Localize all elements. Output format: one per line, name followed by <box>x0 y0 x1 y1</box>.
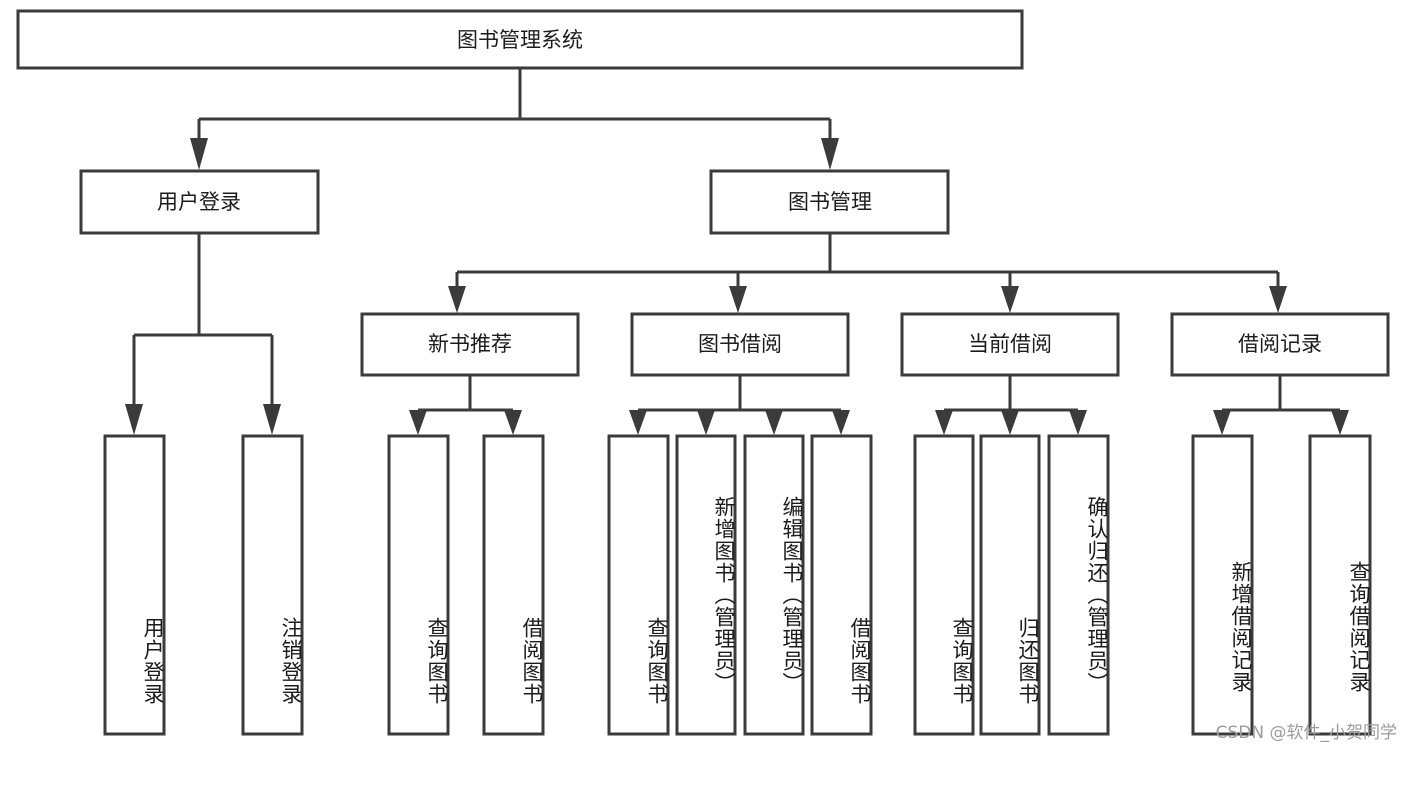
arrow-new-book-to-leaf-1 <box>409 410 427 435</box>
leaf-box-user-login[interactable] <box>103 434 166 736</box>
arrow-book-mgmt-to-records <box>1269 286 1287 313</box>
node-borrow-records-label: 借阅记录 <box>1238 332 1322 356</box>
node-book-borrow-label: 图书借阅 <box>698 332 782 356</box>
leaf-box-add-book[interactable] <box>675 434 737 736</box>
arrow-borrow-to-leaf-3 <box>765 410 783 435</box>
edge-group-records <box>1213 375 1349 435</box>
node-book-borrow-box[interactable] <box>630 312 850 377</box>
arrow-borrow-to-leaf-4 <box>832 410 850 435</box>
node-book-management-box[interactable] <box>709 169 950 235</box>
leaf-box-confirm-return[interactable] <box>1047 434 1110 736</box>
edge-group-current <box>935 375 1087 435</box>
leaf-box-logout[interactable] <box>241 434 304 736</box>
leaf-box-borrow-book-1[interactable] <box>482 434 545 736</box>
arrow-records-to-leaf-1 <box>1213 410 1231 435</box>
node-user-login[interactable]: 用户登录 <box>79 169 320 235</box>
leaf-boxes <box>103 434 1372 736</box>
leaf-box-query-book-1[interactable] <box>387 434 450 736</box>
edge-group-book-mgmt <box>448 233 1287 313</box>
node-book-borrow[interactable]: 图书借阅 <box>630 312 850 377</box>
arrow-user-login-to-leaf-2 <box>263 404 281 435</box>
leaf-box-borrow-book-2[interactable] <box>810 434 873 736</box>
node-root-label: 图书管理系统 <box>457 28 583 52</box>
leaf-box-return-book[interactable] <box>979 434 1041 736</box>
arrow-book-mgmt-to-borrow <box>729 286 747 313</box>
arrow-book-mgmt-to-current <box>1001 286 1019 313</box>
node-borrow-records-box[interactable] <box>1170 312 1390 377</box>
arrow-current-to-leaf-3 <box>1069 410 1087 435</box>
arrow-user-login-to-leaf-1 <box>125 404 143 435</box>
edge-group-root <box>190 68 839 170</box>
node-borrow-records[interactable]: 借阅记录 <box>1170 312 1390 377</box>
edge-group-new-book <box>409 375 522 435</box>
arrow-borrow-to-leaf-2 <box>697 410 715 435</box>
node-current-borrow-label: 当前借阅 <box>968 332 1052 356</box>
arrow-current-to-leaf-2 <box>1001 410 1019 435</box>
arrow-records-to-leaf-2 <box>1331 410 1349 435</box>
leaf-box-query-book-2[interactable] <box>607 434 670 736</box>
edge-group-borrow <box>629 375 850 435</box>
edge-group-user-login <box>125 233 281 435</box>
diagram-canvas: 图书管理系统 用户登录 图书管理 新书推荐 图书借阅 当前借阅 借阅记录 <box>16 9 1397 743</box>
csdn-watermark: CSDN @软件_小贺同学 <box>1215 723 1397 743</box>
leaf-box-query-record[interactable] <box>1308 434 1372 736</box>
node-user-login-label: 用户登录 <box>157 190 241 214</box>
arrow-root-to-user-login <box>190 138 208 170</box>
node-book-management[interactable]: 图书管理 <box>709 169 950 235</box>
node-new-book-recommend-label: 新书推荐 <box>428 332 512 356</box>
leaf-box-query-book-3[interactable] <box>913 434 975 736</box>
arrow-book-mgmt-to-new-book <box>448 286 466 313</box>
arrow-new-book-to-leaf-2 <box>504 410 522 435</box>
arrow-borrow-to-leaf-1 <box>629 410 647 435</box>
node-new-book-recommend[interactable]: 新书推荐 <box>360 312 580 377</box>
node-new-book-recommend-box[interactable] <box>360 312 580 377</box>
flowchart-svg: 图书管理系统 用户登录 图书管理 新书推荐 图书借阅 当前借阅 借阅记录 <box>16 9 1390 736</box>
leaf-box-edit-book[interactable] <box>743 434 805 736</box>
node-root[interactable]: 图书管理系统 <box>16 9 1024 70</box>
node-user-login-box[interactable] <box>79 169 320 235</box>
arrow-current-to-leaf-1 <box>935 410 953 435</box>
node-current-borrow[interactable]: 当前借阅 <box>900 312 1120 377</box>
node-root-box[interactable] <box>16 9 1024 70</box>
node-current-borrow-box[interactable] <box>900 312 1120 377</box>
node-book-management-label: 图书管理 <box>788 190 872 214</box>
leaf-box-add-record[interactable] <box>1191 434 1254 736</box>
arrow-root-to-book-mgmt <box>821 138 839 170</box>
